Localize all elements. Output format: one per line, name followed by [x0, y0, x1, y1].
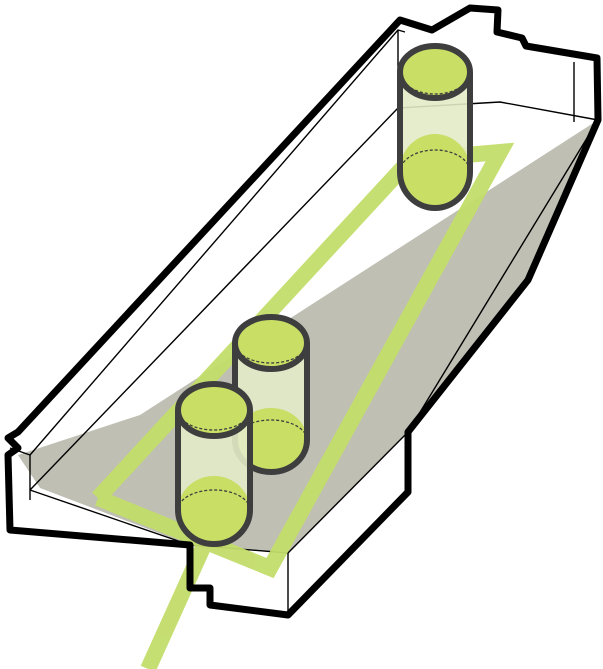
cylinder-front	[175, 381, 253, 547]
edge-floor-front	[29, 489, 191, 546]
cylinder-top	[397, 43, 473, 211]
edge-floor-back-left	[29, 107, 399, 491]
path-tail	[140, 528, 218, 669]
massing-outline	[4, 4, 602, 619]
edge-upper-left-slab	[9, 29, 406, 456]
edge-front-right	[287, 431, 409, 554]
edge-right-floor	[407, 119, 599, 433]
